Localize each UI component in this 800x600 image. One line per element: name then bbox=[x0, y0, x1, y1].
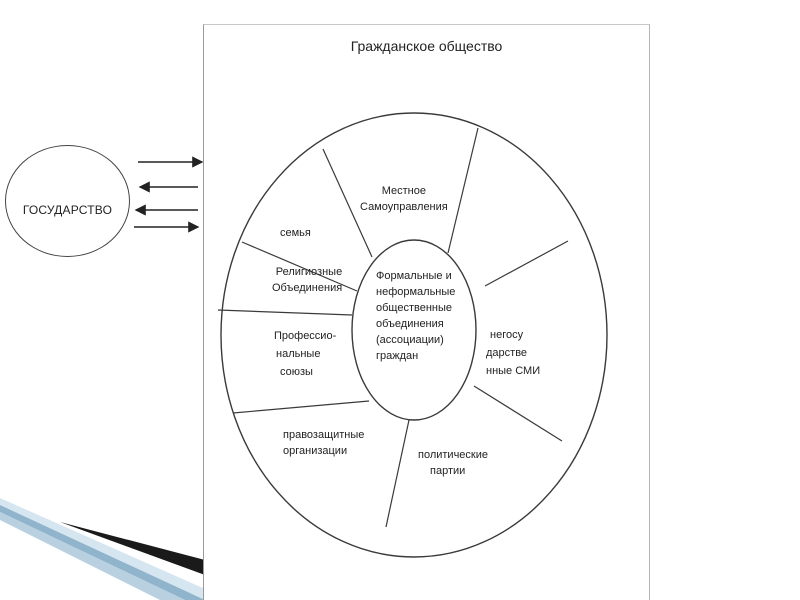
divider-line bbox=[473, 385, 563, 442]
state-ellipse bbox=[5, 145, 130, 257]
center-label: Формальные и неформальные общественные о… bbox=[376, 270, 456, 362]
divider-line bbox=[241, 241, 358, 292]
segment-family: семья bbox=[280, 227, 311, 239]
segment-rights-orgs: правозащитные организации bbox=[283, 429, 365, 457]
divider-line bbox=[385, 419, 410, 528]
divider-line bbox=[322, 148, 373, 258]
divider-line bbox=[217, 309, 353, 316]
segment-media: негосу дарстве нные СМИ bbox=[486, 329, 541, 377]
segment-political-parties: политические партии bbox=[418, 449, 489, 477]
state-label: ГОСУДАРСТВО bbox=[22, 203, 113, 217]
segment-local-government: Местное Самоуправления bbox=[360, 185, 448, 213]
diagram-title: Гражданское общество bbox=[350, 38, 503, 54]
divider-line bbox=[484, 240, 569, 287]
divider-line bbox=[232, 400, 370, 414]
inner-ellipse bbox=[351, 239, 477, 421]
segment-unions: Профессио- нальные союзы bbox=[274, 330, 337, 378]
segment-religious: Религиозные Объединения bbox=[272, 266, 343, 294]
divider-line bbox=[447, 127, 479, 254]
outer-circle bbox=[220, 112, 608, 558]
